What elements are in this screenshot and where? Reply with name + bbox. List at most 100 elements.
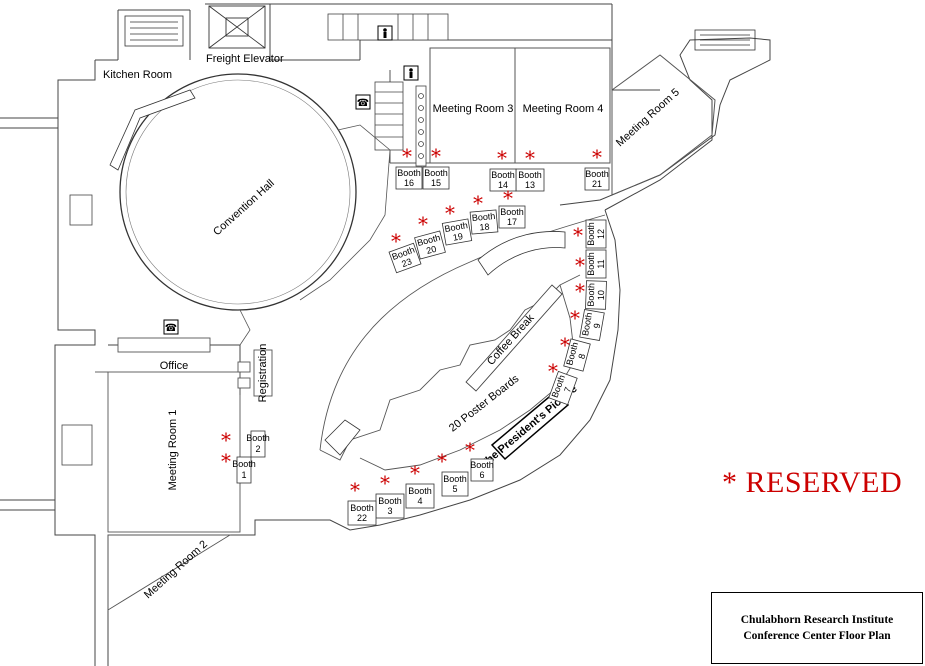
meeting-room-3-label: Meeting Room 3 <box>433 103 514 115</box>
reserved-star: * <box>221 449 231 473</box>
reserved-star: * <box>503 186 513 210</box>
booth-word-label: Booth <box>424 168 448 178</box>
meeting-room-2-label: Meeting Room 2 <box>142 538 210 601</box>
booth-word-label: Booth <box>585 169 609 179</box>
title-line-2: Conference Center Floor Plan <box>743 630 891 642</box>
phone-icon: ☎ <box>355 94 371 110</box>
booth-number-label: 7 <box>562 386 573 394</box>
booth-word-label: Booth <box>444 220 469 234</box>
registration-label: Registration <box>257 344 269 403</box>
coffee-break-label: Coffee Break <box>485 312 537 368</box>
booth-word-label: Booth <box>518 170 542 180</box>
booth-word-label: Booth <box>378 496 402 506</box>
reserved-star: * <box>560 333 570 357</box>
reserved-star: * <box>592 145 602 169</box>
booth-number-label: 2 <box>255 444 260 454</box>
booth-number-label: 9 <box>592 323 603 330</box>
booth-number-label: 13 <box>525 180 535 190</box>
reserved-star: * <box>548 359 558 383</box>
escalator-icon <box>124 15 184 47</box>
reserved-star: * <box>497 146 507 170</box>
meeting-room-4-label: Meeting Room 4 <box>523 103 604 115</box>
booth-number-label: 1 <box>241 470 246 480</box>
booth-number-label: 16 <box>404 178 414 188</box>
reserved-star: * <box>391 229 401 253</box>
booth-word-label: Booth <box>246 433 270 443</box>
reserved-star: * <box>445 201 455 225</box>
meeting-room-1-area <box>95 337 273 533</box>
booth-number-label: 5 <box>452 484 457 494</box>
reserved-star: * <box>575 279 585 303</box>
meeting-room-2-area <box>107 534 232 611</box>
reserved-star: * <box>525 146 535 170</box>
reserved-legend-text: RESERVED <box>745 466 903 499</box>
stairs <box>324 231 566 456</box>
reserved-star: * <box>380 471 390 495</box>
reserved-star: * <box>573 223 583 247</box>
booth-number-label: 19 <box>452 231 464 243</box>
convention-hall-label: Convention Hall <box>211 177 277 238</box>
elevator-icon <box>208 5 266 49</box>
booths-layer: Booth1*Booth2*Booth3*Booth4*Booth5*Booth… <box>221 144 610 526</box>
booth-word-label: Booth <box>232 459 256 469</box>
booth-number-label: 21 <box>592 179 602 189</box>
booth-number-label: 22 <box>357 513 367 523</box>
reserved-star: * <box>350 478 360 502</box>
booth-number-label: 3 <box>387 506 392 516</box>
booth-word-label: Booth <box>500 207 524 217</box>
title-line-1: Chulabhorn Research Institute <box>740 614 894 626</box>
convention-hall <box>109 73 357 311</box>
booth-word-label: Booth <box>471 211 495 223</box>
booth-word-label: Booth <box>586 222 596 246</box>
booth-number-label: 8 <box>576 353 587 360</box>
booth-number-label: 23 <box>400 256 413 269</box>
booth-word-label: Booth <box>586 252 596 276</box>
svg-text:☎: ☎ <box>357 98 369 109</box>
svg-text:☎: ☎ <box>165 323 177 334</box>
booth-word-label: Booth <box>470 460 494 470</box>
booth-word-label: Booth <box>350 503 374 513</box>
reserved-star: * <box>410 461 420 485</box>
office-label: Office <box>160 360 189 372</box>
meeting-room-5-label: Meeting Room 5 <box>614 86 682 149</box>
reserved-star: * <box>473 191 483 215</box>
reserved-star: * <box>418 212 428 236</box>
restroom-icon <box>403 65 419 81</box>
meeting-room-5-area <box>611 54 716 196</box>
reserved-marker: * <box>722 466 738 499</box>
reserved-star: * <box>437 449 447 473</box>
booth-number-label: 4 <box>417 496 422 506</box>
booth-number-label: 14 <box>498 180 508 190</box>
booth-number-label: 10 <box>596 290 606 300</box>
kitchen-room-label: Kitchen Room <box>103 69 172 81</box>
restroom-icon <box>377 25 393 41</box>
reserved-star: * <box>570 306 580 330</box>
phone-icon: ☎ <box>163 319 179 335</box>
booth-word-label: Booth <box>491 170 515 180</box>
legend: * RESERVED <box>722 466 902 500</box>
booth-number-label: 12 <box>596 229 606 239</box>
